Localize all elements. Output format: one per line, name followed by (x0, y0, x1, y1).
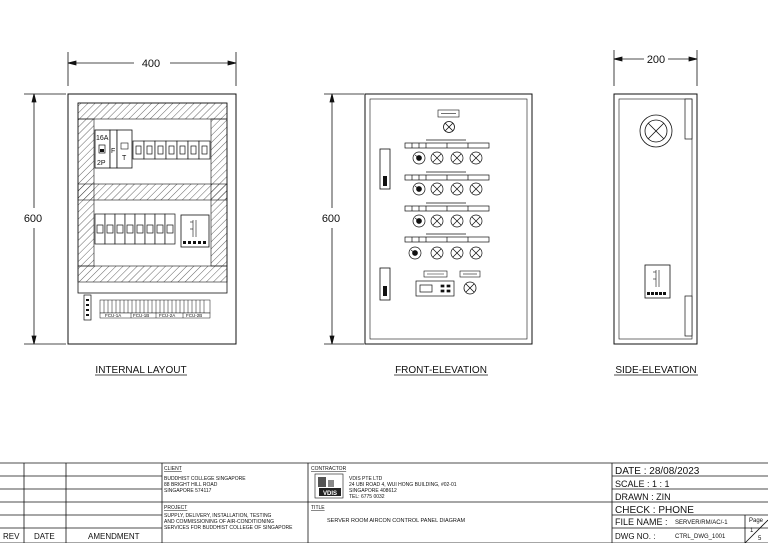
scale-field: SCALE : 1 : 1 (615, 479, 670, 489)
amendment-column-label: AMENDMENT (88, 532, 140, 541)
front-elevation-title: FRONT-ELEVATION (395, 365, 487, 376)
terminal-label-fcu1b: FCU-1B (133, 313, 149, 318)
transformer-label: T (122, 155, 127, 162)
dimension-internal-height (24, 93, 66, 345)
client-line-2: 88 BRIGHT HILL ROAD (164, 482, 218, 488)
contractor-line-3: SINGAPORE 408612 (349, 488, 397, 494)
project-line-3: SERVICES FOR BUDDHIST COLLEGE OF SINGAPO… (164, 525, 293, 531)
dimension-internal-width (67, 52, 237, 86)
file-name-value: SERVER/RM/AC/-1 (675, 520, 728, 526)
trunking-top (77, 102, 228, 120)
dwg-no-value: CTRL_DWG_1001 (675, 534, 726, 540)
client-heading: CLIENT (164, 466, 182, 472)
control-group-1 (404, 139, 490, 165)
dimension-200-label: 200 (647, 54, 665, 66)
svg-text:VDIS: VDIS (323, 491, 337, 497)
contractor-heading: CONTRACTOR (311, 466, 347, 472)
isolator-poles-label: 2P (97, 160, 106, 167)
fuse-label: F (111, 148, 115, 155)
alarm-lamp (463, 281, 477, 295)
contractor-line-4: TEL: 6775 0032 (349, 494, 385, 500)
date-column-label: DATE (34, 532, 55, 541)
side-hinge-upper (684, 98, 693, 140)
client-line-3: SINGAPORE 574117 (164, 488, 212, 494)
title-heading: TITLE (311, 505, 325, 511)
trunking-right (210, 118, 228, 267)
mcb-row-upper (132, 140, 211, 160)
front-door-inner (369, 98, 528, 340)
date-field: DATE : 28/08/2023 (615, 466, 700, 477)
dimension-600-front-label: 600 (322, 213, 340, 225)
contractor-line-1: VDIS PTE LTD (349, 476, 383, 482)
file-name-label: FILE NAME : (615, 517, 668, 527)
terminal-label-fcu2b: FCU-2B (186, 313, 202, 318)
control-group-3 (404, 202, 490, 228)
project-line-1: SUPPLY, DELIVERY, INSTALLATION, TESTING (164, 513, 272, 519)
trunking-middle (77, 183, 228, 201)
side-controller-terminals (647, 292, 666, 295)
drawing-title: SERVER ROOM AIRCON CONTROL PANEL DIAGRAM (327, 518, 466, 524)
dimension-side-width (613, 50, 698, 86)
door-handle-lower (379, 267, 391, 301)
isolator-rating-label: 16A (96, 135, 109, 142)
dimension-front-height (324, 93, 364, 345)
drawn-field: DRAWN : ZIN (615, 492, 671, 502)
internal-layout-view: 16A 2P F T (67, 93, 237, 345)
front-elevation-view (364, 93, 533, 345)
check-field: CHECK : PHONE (615, 505, 694, 516)
internal-layout-title: INTERNAL LAYOUT (95, 365, 186, 376)
page-label: Page (749, 518, 764, 524)
trunking-left (77, 118, 95, 267)
client-line-1: BUDDHIST COLLEGE SINGAPORE (164, 476, 246, 482)
side-fan-vent (639, 114, 673, 148)
title-block (0, 462, 768, 543)
dimension-600-internal-label: 600 (24, 213, 42, 225)
project-line-2: AND COMMISSIONING OF AIR-CONDITIONING (164, 519, 274, 525)
rev-column-label: REV (3, 532, 20, 541)
controller-display (415, 280, 455, 297)
side-hinge-lower (684, 295, 693, 337)
contractor-logo: VDIS (314, 473, 344, 499)
terminal-label-fcu2a: FCU-2A (159, 313, 175, 318)
side-elevation-view (613, 93, 698, 345)
controller-terminals (183, 241, 206, 244)
dimension-400-label: 400 (142, 58, 160, 70)
control-group-2 (404, 171, 490, 196)
project-heading: PROJECT (164, 505, 187, 511)
earth-terminal (83, 294, 92, 321)
dwg-no-label: DWG NO. : (615, 532, 655, 541)
page-total: 5 (758, 536, 762, 542)
page-current: 1 (750, 528, 754, 534)
terminal-strip (99, 299, 211, 319)
controller-text-glyphs (190, 220, 197, 237)
front-door-outer (364, 93, 533, 345)
contactor-row (94, 213, 176, 245)
terminal-label-fcu1a: FCU-1A (105, 313, 121, 318)
contractor-line-2: 24 UBI ROAD 4, WUI HONG BUILDING, #02-01 (349, 482, 457, 488)
trunking-bottom (77, 265, 228, 283)
side-panel-inner (618, 98, 693, 340)
control-group-4 (404, 233, 490, 260)
door-handle-upper (379, 148, 391, 190)
power-indicator-lamp (443, 121, 455, 133)
side-elevation-title: SIDE-ELEVATION (615, 365, 696, 376)
